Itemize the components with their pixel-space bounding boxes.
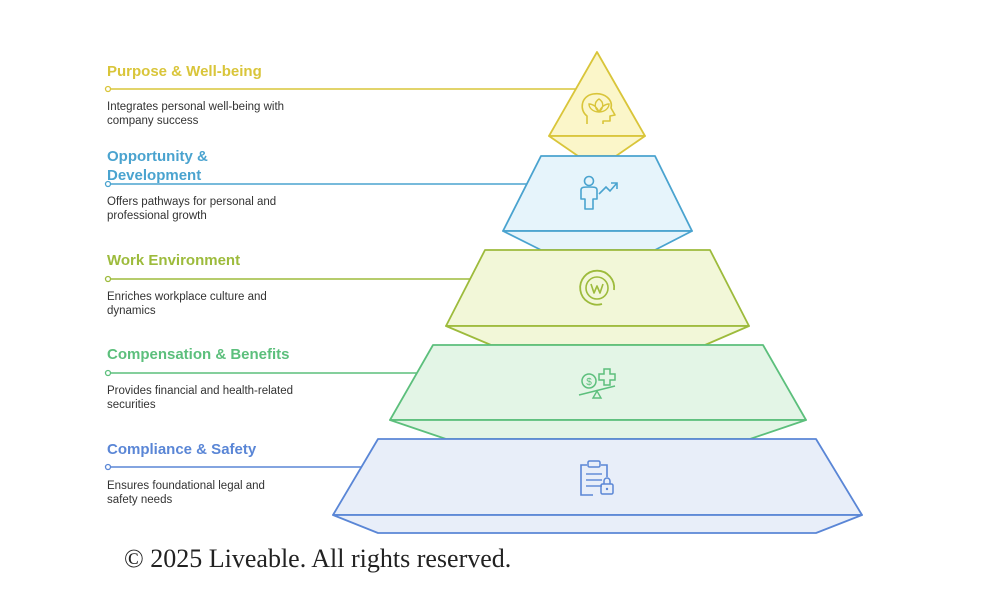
pyramid-tier-shape	[389, 344, 807, 421]
level-title: Compensation & Benefits	[107, 346, 290, 363]
level-description: Ensures foundational legal and	[107, 480, 265, 492]
connector-dot	[104, 85, 112, 93]
level-title: Opportunity &	[107, 148, 208, 165]
level-title: Work Environment	[107, 252, 240, 269]
pyramid-tier-bevel	[389, 419, 807, 440]
level-description: Enriches workplace culture and	[107, 291, 267, 303]
level-description: safety needs	[107, 494, 172, 506]
pyramid-tier-bevel	[445, 325, 750, 346]
level-title: Development	[107, 167, 201, 184]
head-lotus-icon	[581, 92, 616, 124]
level-description: professional growth	[107, 210, 207, 222]
workplace-logo-icon	[579, 269, 616, 306]
level-description: securities	[107, 399, 156, 411]
pyramid-tier-bevel	[332, 514, 863, 534]
level-description: dynamics	[107, 305, 156, 317]
level-description: Offers pathways for personal and	[107, 196, 276, 208]
level-title: Purpose & Well-being	[107, 63, 262, 80]
connector-dot	[104, 463, 112, 471]
level-description: Integrates personal well-being with	[107, 101, 284, 113]
connector-dot	[104, 180, 112, 188]
level-title: Compliance & Safety	[107, 441, 257, 458]
connector-dot	[104, 369, 112, 377]
level-description: Provides financial and health-related	[107, 385, 293, 397]
person-growth-icon	[580, 175, 618, 210]
level-description: company success	[107, 115, 199, 127]
clipboard-lock-icon	[580, 460, 614, 496]
pyramid-tier-shape	[332, 438, 863, 516]
svg-text:$: $	[586, 377, 592, 388]
pyramid-tip-bevel	[548, 135, 646, 157]
pyramid-tier-bevel	[502, 230, 693, 251]
money-health-balance-icon: $	[578, 368, 616, 399]
connector-dot	[104, 275, 112, 283]
copyright-text: © 2025 Liveable. All rights reserved.	[124, 544, 512, 573]
